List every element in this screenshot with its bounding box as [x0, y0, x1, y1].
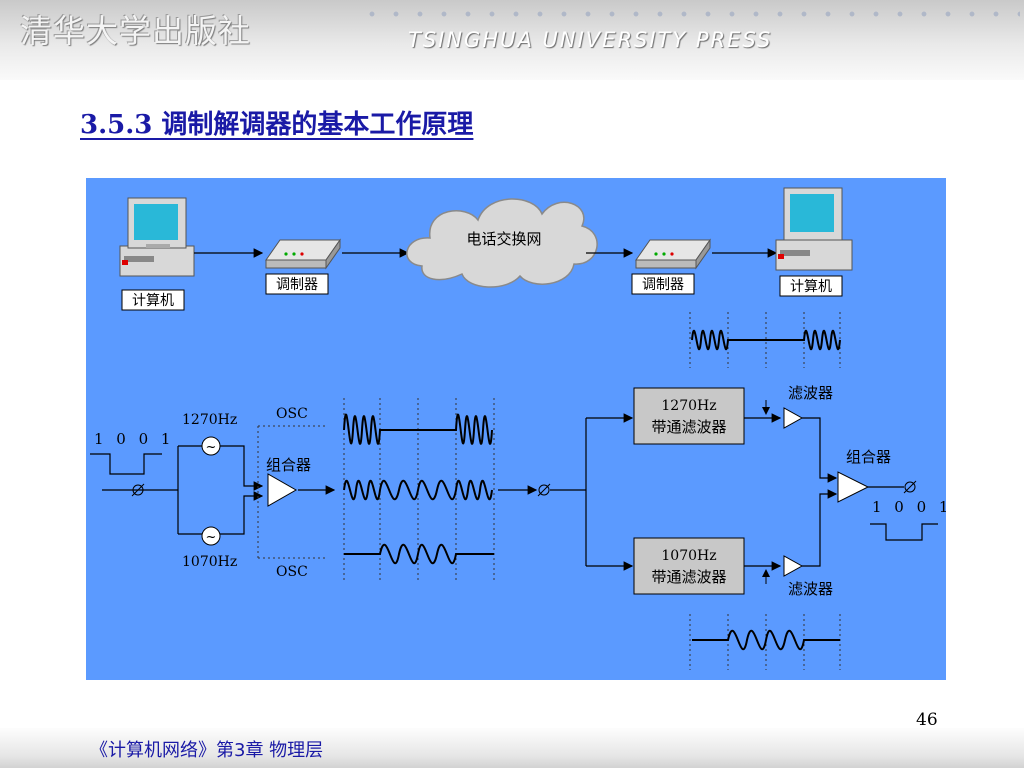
modem-label-right: 调制器 [642, 277, 684, 293]
computer-label-box-left [121, 289, 185, 311]
svg-text:~: ~ [206, 440, 217, 455]
slide-footer [0, 728, 1024, 768]
combiner-label-left: 组合器 [266, 456, 311, 474]
filter-amp-low [783, 555, 804, 577]
bandpass-filter-high [633, 387, 745, 445]
freq-low-label: 1070Hz [182, 554, 237, 570]
bandpass-high-label: 带通滤波器 [651, 418, 726, 436]
waveform-high [343, 413, 493, 445]
osc-label-bottom: OSC [276, 564, 308, 580]
computer-label-box-right [779, 275, 843, 297]
header-dots [360, 10, 1020, 18]
output-bit-waveform [870, 523, 938, 541]
svg-text:~: ~ [206, 530, 217, 545]
combiner-amp-left [267, 473, 298, 507]
modem-icon-left [265, 238, 341, 270]
modem-icon-right [635, 238, 711, 270]
bandpass-filter-low [633, 537, 745, 595]
waveform-low [344, 544, 494, 564]
osc-label-top: OSC [276, 406, 308, 422]
combiner-label-right: 组合器 [846, 448, 891, 466]
bandpass-low-freq: 1070Hz [661, 548, 716, 564]
input-bit-waveform [90, 453, 162, 475]
publisher-name-cn: 清华大学出版社 [20, 12, 252, 50]
modem-label-left: 调制器 [276, 277, 318, 293]
computer-label-right: 计算机 [790, 279, 832, 295]
network-label: 电话交换网 [466, 230, 541, 248]
footer-text: 《计算机网络》第3章 物理层 [90, 740, 324, 761]
modem-label-box-right [631, 273, 695, 295]
filtered-waveform-high [691, 330, 841, 350]
modem-label-box-left [265, 273, 329, 295]
bandpass-high-freq: 1270Hz [661, 398, 716, 414]
page-number: 46 [916, 710, 938, 730]
modem-diagram: 计算机 调制器 电话交换网 调制器 计算机 1 0 0 1 [86, 178, 946, 680]
filter-label-low: 滤波器 [788, 580, 833, 598]
slide-header: 清华大学出版社 TSINGHUA UNIVERSITY PRESS [0, 0, 1024, 80]
filter-amp-high [783, 407, 804, 429]
computer-icon-left [119, 197, 195, 277]
freq-high-label: 1270Hz [182, 412, 237, 428]
oscillator-icon-low [201, 526, 221, 546]
slide-title: 3.5.3 调制解调器的基本工作原理 [80, 110, 474, 140]
filter-label-high: 滤波器 [788, 384, 833, 402]
output-bits-label: 1 0 0 1 [872, 498, 946, 516]
filtered-waveform-low [692, 630, 840, 650]
combiner-amp-right [837, 471, 870, 503]
waveform-combined [343, 480, 493, 500]
bandpass-low-label: 带通滤波器 [651, 568, 726, 586]
computer-label-left: 计算机 [132, 293, 174, 309]
telephone-network-cloud [406, 198, 598, 288]
oscillator-icon-high [201, 436, 221, 456]
input-bits-label: 1 0 0 1 [94, 430, 174, 448]
computer-icon-right [775, 187, 853, 271]
publisher-name-en: TSINGHUA UNIVERSITY PRESS [408, 28, 773, 52]
